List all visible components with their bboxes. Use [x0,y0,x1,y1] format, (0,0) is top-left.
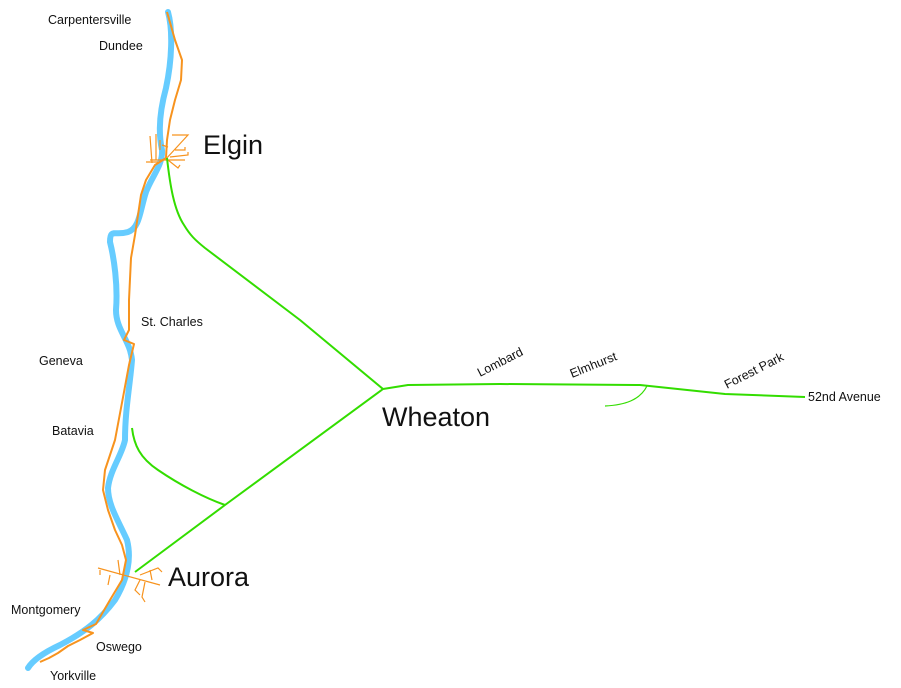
label-yorkville: Yorkville [50,669,96,683]
label-batavia: Batavia [52,424,94,438]
label-carpentersville: Carpentersville [48,13,131,27]
label-52nd-avenue: 52nd Avenue [808,390,881,404]
label-wheaton: Wheaton [382,402,490,432]
label-elgin: Elgin [203,130,263,160]
fox-river [25,9,175,671]
label-forest-park: Forest Park [722,350,787,392]
label-dundee: Dundee [99,39,143,53]
aurora-street-lines [97,559,163,603]
main-line [382,383,806,398]
elgin-branch [166,157,384,390]
label-elmhurst: Elmhurst [568,349,619,381]
label-st-charles: St. Charles [141,315,203,329]
spur [604,385,648,407]
label-geneva: Geneva [39,354,83,368]
label-lombard: Lombard [475,345,525,380]
fox-river-line [39,11,183,663]
aurora-branch [134,388,384,573]
label-oswego: Oswego [96,640,142,654]
label-aurora: Aurora [168,562,250,592]
label-montgomery: Montgomery [11,603,81,617]
batavia-branch [131,427,226,506]
